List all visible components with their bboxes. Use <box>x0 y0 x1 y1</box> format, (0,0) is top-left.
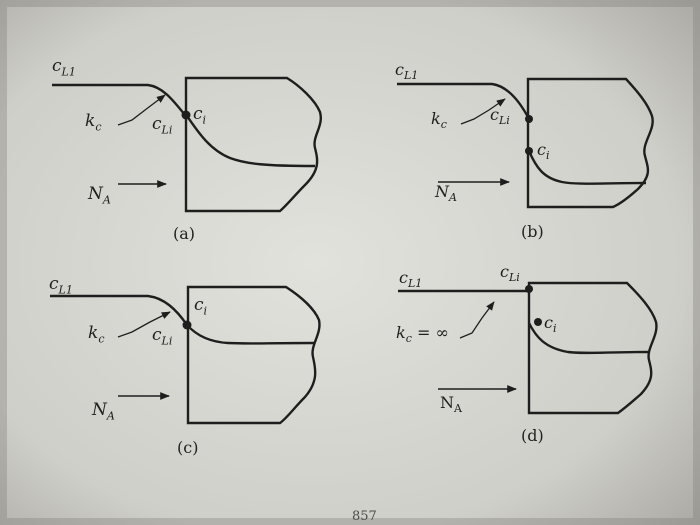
panel-a-kc-label: kc <box>85 111 102 134</box>
panel-d-bulk-label: cL1 <box>399 268 423 291</box>
panel-b-interface-solid-label: ci <box>537 140 550 163</box>
panel-c-solid-profile <box>186 324 315 345</box>
panel-b-solid-profile <box>527 150 647 185</box>
panel-c-kc-arrow <box>117 311 171 338</box>
panel-c-flux-label: NA <box>92 400 115 423</box>
panel-b-caption: (b) <box>521 222 544 241</box>
panel-d-kc-arrow <box>459 301 495 339</box>
page-number: 857 <box>352 509 377 524</box>
panel-a-solid-profile <box>186 115 316 168</box>
panel-c-kc-label: kc <box>88 323 105 346</box>
panel-b-liquid-profile <box>397 82 531 120</box>
panel-c-interface-solid-label: ci <box>194 295 208 318</box>
panel-b-interface-liquid-label: cLi <box>490 105 510 128</box>
panel-d-solid-profile <box>527 322 650 355</box>
panel-a-kc-arrow <box>117 94 166 126</box>
panel-b-interface-solid-point <box>525 147 533 155</box>
panel-b-bulk-label: cL1 <box>395 60 419 83</box>
panel-c-interface-point <box>182 320 192 330</box>
panel-d-flux-label: NA <box>440 393 462 416</box>
panel-d-interface-solid-label: ci <box>544 313 557 336</box>
panel-a-interface-solid-label: ci <box>193 104 207 127</box>
panel-a-liquid-profile <box>52 83 186 116</box>
panel-b-flux-label: NA <box>435 182 457 205</box>
panel-b-kc-arrow <box>460 98 506 125</box>
panel-a-caption: (a) <box>173 224 196 243</box>
panel-c-bulk-label: cL1 <box>49 274 73 297</box>
panel-c-liquid-profile <box>50 294 188 326</box>
panel-d-particle-outline <box>527 281 658 415</box>
panel-d-interface-solid-point <box>534 318 542 326</box>
panel-d-kc-label: kc = ∞ <box>396 323 449 346</box>
panel-b-interface-liquid-point <box>525 115 533 123</box>
panel-b-kc-label: kc <box>431 109 447 132</box>
panel-d-interface-liquid-label: cLi <box>500 262 520 285</box>
panel-d-caption: (d) <box>521 426 544 445</box>
panel-a-interface-point <box>181 110 191 120</box>
panel-c-interface-liquid-label: cLi <box>152 325 173 348</box>
panel-a-bulk-label: cL1 <box>52 56 76 79</box>
panel-a-interface-liquid-label: cLi <box>152 114 173 137</box>
panel-c-caption: (c) <box>177 438 199 457</box>
panel-c-particle-outline <box>186 285 321 425</box>
panel-d-interface-liquid-point <box>525 285 533 293</box>
panel-a-particle-outline <box>184 76 323 213</box>
panel-a-flux-label: NA <box>88 184 111 207</box>
panel-b-particle-outline <box>526 77 654 209</box>
